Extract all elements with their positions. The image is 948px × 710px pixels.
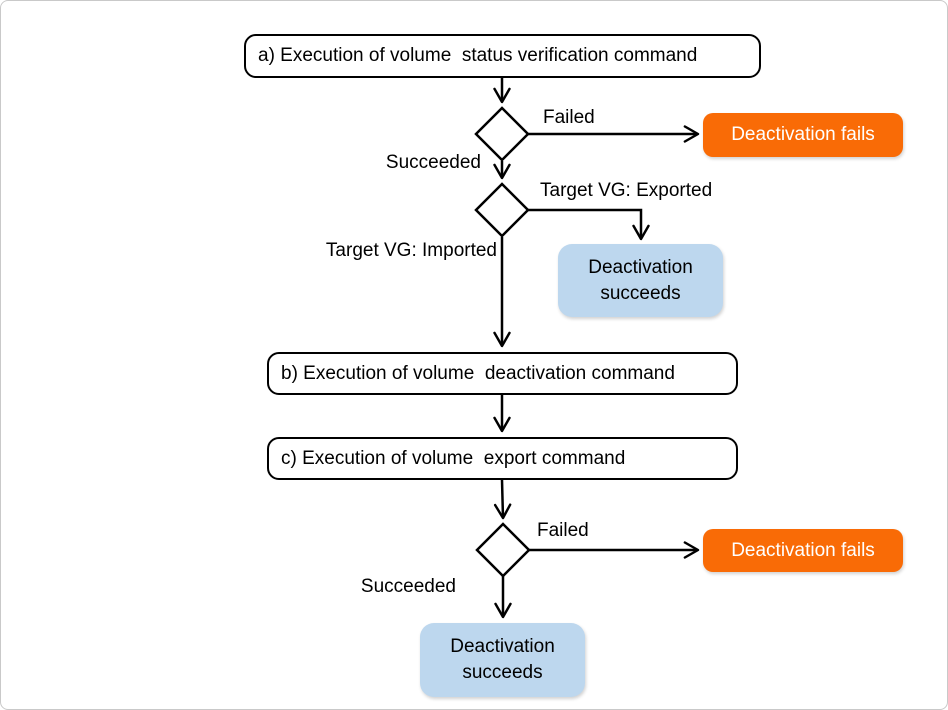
- edge-label-succeeded-2: Succeeded: [360, 576, 456, 597]
- node-step-c: c) Execution of volume export command: [267, 437, 738, 480]
- node-fail-1-label: Deactivation fails: [731, 124, 875, 146]
- edge-label-target-vg-imported: Target VG: Imported: [325, 240, 497, 261]
- edge-label-failed-2: Failed: [537, 520, 589, 541]
- node-fail-1: Deactivation fails: [703, 113, 903, 157]
- node-fail-2-label: Deactivation fails: [731, 539, 875, 561]
- node-success-2-label: Deactivation succeeds: [450, 636, 555, 683]
- node-step-b: b) Execution of volume deactivation comm…: [267, 352, 738, 395]
- decision-2-diamond: [474, 182, 530, 238]
- node-step-a: a) Execution of volume status verificati…: [244, 34, 761, 78]
- edge-label-failed-1: Failed: [543, 107, 595, 128]
- node-step-a-label: a) Execution of volume status verificati…: [258, 45, 698, 67]
- decision-3-diamond: [475, 522, 531, 578]
- edge-label-target-vg-exported: Target VG: Exported: [540, 180, 713, 201]
- node-success-1-label: Deactivation succeeds: [588, 256, 693, 304]
- edge-decision2-success1: [528, 208, 650, 241]
- node-success-1: Deactivation succeeds: [558, 244, 723, 317]
- node-fail-2: Deactivation fails: [703, 529, 903, 572]
- edge-stepc-decision3: [493, 479, 512, 520]
- node-step-b-label: b) Execution of volume deactivation comm…: [281, 362, 675, 384]
- node-success-2: Deactivation succeeds: [420, 623, 585, 697]
- edge-label-succeeded-1: Succeeded: [385, 152, 481, 173]
- decision-1-diamond: [474, 106, 530, 162]
- node-step-c-label: c) Execution of volume export command: [281, 447, 626, 469]
